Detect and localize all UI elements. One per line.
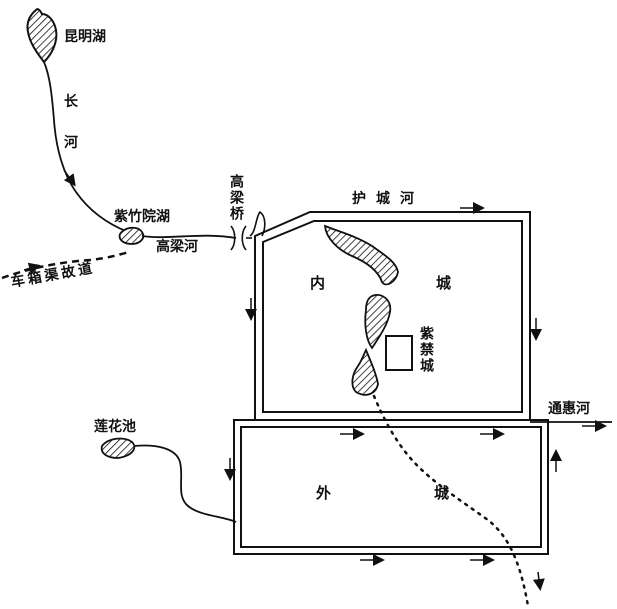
tonghui-river-label: 通惠河 <box>548 401 590 417</box>
zizhuyuan-lake-shape <box>118 226 145 245</box>
chexiang-canal-path <box>1 250 131 280</box>
inner-lake-middle <box>364 294 392 350</box>
outer-city-label-2: 城 <box>434 484 450 502</box>
gaoliang-river-label: 高梁河 <box>156 239 198 255</box>
chang-he-arrow <box>63 169 76 187</box>
chang-he-label-1: 长 <box>64 94 78 110</box>
outer-city-label-1: 外 <box>316 484 332 502</box>
forbidden-city-label: 紫禁城 <box>418 326 434 374</box>
inner-city-label-2: 城 <box>436 274 452 292</box>
inner-lake-south <box>351 347 379 396</box>
lotus-pond-river <box>133 444 237 523</box>
inner-city-label-1: 内 <box>310 274 326 292</box>
inner-city-wall-outer <box>254 211 531 421</box>
kunming-lake-label: 昆明湖 <box>64 29 106 45</box>
kunming-lake-shape <box>26 8 58 64</box>
outer-city-wall-inner <box>240 426 542 548</box>
dotted-river-path <box>372 394 530 608</box>
forbidden-city-rect <box>385 335 413 371</box>
lotus-pond-shape <box>100 437 136 459</box>
gaoliang-bridge-symbol <box>230 210 266 251</box>
gaoliang-river <box>141 234 237 239</box>
inner-city-wall-inner <box>262 220 523 413</box>
chang-he-label-2: 河 <box>64 135 78 151</box>
chang-he-river <box>43 61 129 233</box>
lotus-pond-label: 莲花池 <box>94 419 136 435</box>
moat-label: 护城河 <box>352 191 424 207</box>
inner-lake-north <box>323 224 399 286</box>
gaoliang-bridge-label: 高梁桥 <box>228 174 244 222</box>
outer-city-wall-outer <box>233 419 549 555</box>
flow-arrows <box>224 202 607 591</box>
zizhuyuan-lake-label: 紫竹院湖 <box>114 209 170 225</box>
chexiang-canal-arrow <box>23 262 41 275</box>
